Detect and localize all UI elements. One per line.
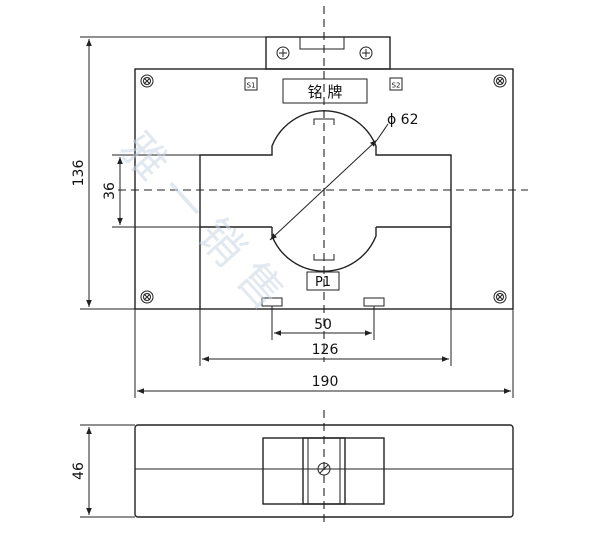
- diameter-label: ϕ 62: [387, 112, 419, 128]
- nameplate-box: [282, 78, 368, 104]
- dim-126-label: 126: [312, 342, 339, 358]
- terminal-p1-label: P1: [315, 275, 331, 290]
- corner-screw-br-icon: [493, 290, 507, 304]
- dim-136-label: 136: [71, 160, 87, 187]
- bottom-screw-icon: [317, 462, 331, 476]
- front-view: S1 S2 铭 牌 P1 ϕ 62: [118, 6, 528, 362]
- dim-190-label: 190: [312, 374, 339, 390]
- slot-tab-right: [363, 297, 385, 307]
- bracket-screw-right-icon: [359, 46, 373, 60]
- corner-screw-tl-icon: [140, 74, 154, 88]
- dim-36-label: 36: [102, 182, 118, 200]
- terminal-p1-box: [306, 271, 340, 291]
- terminal-s1-label: S1: [247, 82, 256, 90]
- terminal-s1-box: [244, 77, 258, 91]
- watermark-text: 雅 一 销 售: [110, 123, 294, 319]
- nameplate-label: 铭 牌: [308, 83, 343, 101]
- front-dimensions: 136 36 50 126 190: [71, 36, 514, 398]
- diameter-leader-tail: [376, 123, 389, 141]
- corner-screw-tr-icon: [493, 74, 507, 88]
- corner-screw-bl-icon: [140, 290, 154, 304]
- bottom-view: 46: [71, 410, 514, 527]
- dim-50-label: 50: [314, 317, 332, 333]
- diameter-leader: [269, 139, 378, 241]
- window-notch-top: [313, 118, 335, 125]
- dim-46-label: 46: [71, 462, 87, 480]
- bracket-notch: [299, 36, 345, 50]
- bracket-screw-left-icon: [276, 46, 290, 60]
- terminal-s2-box: [389, 77, 403, 91]
- terminal-s2-label: S2: [392, 82, 401, 90]
